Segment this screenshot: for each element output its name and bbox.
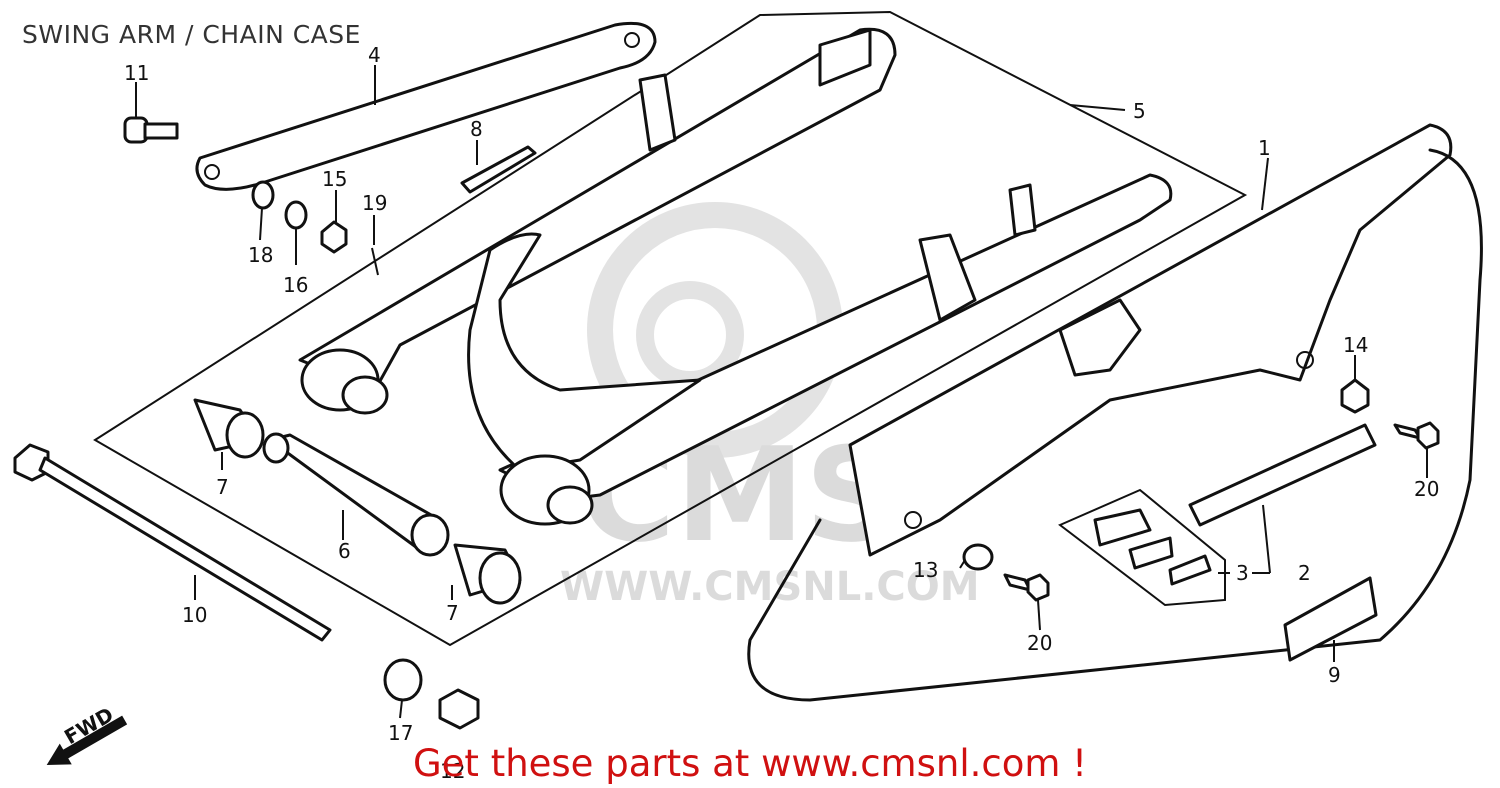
bushing-7b bbox=[453, 543, 522, 605]
bolt-11 bbox=[123, 116, 179, 144]
washer-18 bbox=[251, 180, 275, 210]
callout-16: 16 bbox=[283, 273, 308, 297]
bolt-20b bbox=[1393, 421, 1440, 450]
bushing-7a bbox=[193, 398, 265, 459]
callout-15: 15 bbox=[322, 167, 347, 191]
washer-17 bbox=[383, 658, 423, 702]
callout-labels: 1 2 3 4 5 6 7 7 8 9 10 11 12 13 14 15 16… bbox=[124, 43, 1439, 783]
callout-9: 9 bbox=[1328, 663, 1341, 687]
pivot-bolt-10 bbox=[13, 443, 332, 642]
callout-8: 8 bbox=[470, 117, 483, 141]
drive-chain-loop bbox=[747, 148, 1483, 702]
callout-3: 3 bbox=[1236, 561, 1249, 585]
label-plate-9 bbox=[1283, 576, 1378, 662]
label-plate-8 bbox=[460, 145, 537, 194]
callout-18: 18 bbox=[248, 243, 273, 267]
chain-case bbox=[848, 123, 1453, 557]
master-link-3 bbox=[1093, 508, 1212, 586]
collar-6 bbox=[262, 432, 450, 557]
promo-link-text[interactable]: Get these parts at www.cmsnl.com ! bbox=[412, 742, 1087, 785]
callout-17: 17 bbox=[388, 721, 413, 745]
callout-14: 14 bbox=[1343, 333, 1368, 357]
callout-7a: 7 bbox=[216, 475, 229, 499]
callout-13: 13 bbox=[913, 558, 938, 582]
nut-15 bbox=[320, 220, 348, 254]
callout-4: 4 bbox=[368, 43, 381, 67]
leader-lines bbox=[135, 65, 1428, 719]
swing-arm bbox=[298, 27, 1173, 526]
joint-assembly-box bbox=[1058, 488, 1226, 607]
callout-7b: 7 bbox=[446, 601, 459, 625]
callout-11: 11 bbox=[124, 61, 149, 85]
bolt-20a bbox=[1003, 573, 1050, 602]
page-title: SWING ARM / CHAIN CASE bbox=[22, 20, 361, 49]
callout-1: 1 bbox=[1258, 136, 1271, 160]
nut-12 bbox=[438, 688, 480, 730]
washer-16 bbox=[284, 200, 308, 230]
callout-20b: 20 bbox=[1414, 477, 1439, 501]
callout-12: 12 bbox=[440, 759, 465, 783]
watermark-url: WWW.CMSNL.COM bbox=[560, 564, 980, 610]
callout-2: 2 bbox=[1298, 561, 1311, 585]
callout-5: 5 bbox=[1133, 99, 1146, 123]
torque-link bbox=[195, 21, 657, 191]
callout-19: 19 bbox=[362, 191, 387, 215]
nut-14 bbox=[1340, 378, 1370, 414]
chain-segment-2 bbox=[1188, 423, 1377, 527]
callout-20a: 20 bbox=[1027, 631, 1052, 655]
washer-13 bbox=[962, 543, 994, 571]
callout-10: 10 bbox=[182, 603, 207, 627]
cotter-pin-19 bbox=[371, 247, 379, 276]
callout-6: 6 bbox=[338, 539, 351, 563]
